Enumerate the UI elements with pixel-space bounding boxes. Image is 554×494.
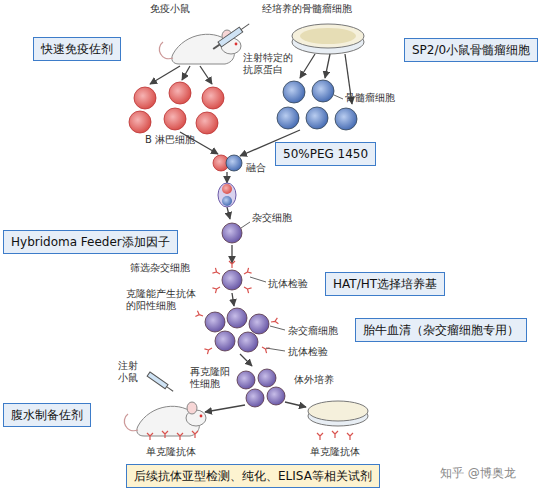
leader-line [334, 95, 343, 99]
leader-line [241, 222, 250, 228]
leader-line [270, 326, 285, 330]
figure-label: 抗体检验 [288, 346, 328, 358]
figure-label: 注射小鼠 [118, 360, 140, 384]
box-text: HAT/HT选择培养基 [333, 277, 437, 291]
figure-label: 单克隆抗体 [310, 446, 360, 458]
figure-label: B 淋巴细胞 [145, 134, 195, 146]
figure-label: 融合 [246, 162, 266, 174]
screened-cell [212, 261, 251, 293]
syringe [147, 372, 174, 393]
figure-label: 抗体检验 [268, 278, 308, 290]
figure-label: 单克隆抗体 [146, 446, 196, 458]
box-text: 后续抗体亚型检测、纯化、ELISA等相关试剂 [134, 469, 372, 483]
reagent-box: 腹水制备佐剂 [3, 403, 91, 427]
b-cells [129, 82, 224, 134]
leader-line [266, 348, 285, 351]
figure-label: 体外培养 [294, 374, 334, 386]
reagent-box: HAT/HT选择培养基 [325, 272, 445, 296]
syringe [211, 21, 250, 51]
figure-label: 骨髓瘤细胞 [345, 92, 395, 104]
myeloma-cells [277, 80, 357, 130]
mouse [124, 402, 206, 436]
antibodies [147, 431, 353, 440]
box-text: Hybridoma Feeder添加因子 [11, 235, 170, 249]
figure-label: 经培养的骨髓瘤细胞 [262, 3, 352, 15]
figure-label: 再克隆阳性细胞 [190, 366, 232, 390]
reagent-box: 胎牛血清（杂交瘤细胞专用） [355, 318, 527, 342]
box-text: 50%PEG 1450 [283, 147, 368, 161]
box-text: 快速免疫佐剂 [41, 42, 113, 56]
figure-label: 注射特定的抗原蛋白 [243, 52, 295, 76]
recloned-cells [237, 369, 285, 407]
figure-label: 筛选杂交细胞 [130, 262, 190, 274]
reagent-box: 快速免疫佐剂 [33, 37, 121, 61]
figure-label: 杂交细胞 [252, 212, 292, 224]
reagent-box: 50%PEG 1450 [275, 142, 376, 166]
leader-line [250, 277, 266, 282]
reagent-box: 后续抗体亚型检测、纯化、ELISA等相关试剂 [126, 464, 380, 488]
reagent-box: SP2/0小鼠骨髓瘤细胞 [404, 38, 538, 62]
fusing-cells [213, 155, 242, 171]
hybridoma-cluster [195, 308, 278, 354]
hybrid-cell [222, 223, 242, 243]
box-text: SP2/0小鼠骨髓瘤细胞 [412, 43, 530, 57]
watermark: 知乎 @博奥龙 [440, 466, 516, 480]
box-text: 腹水制备佐剂 [11, 408, 83, 422]
culture-dish [308, 401, 368, 426]
figure-label: 杂交瘤细胞 [288, 325, 338, 337]
culture-dish [292, 24, 364, 54]
arrows [150, 54, 352, 412]
box-text: 胎牛血清（杂交瘤细胞专用） [363, 323, 519, 337]
figure-label: 克隆能产生抗体的阳性细胞 [126, 288, 198, 312]
reagent-box: Hybridoma Feeder添加因子 [3, 230, 178, 254]
fused-cell [218, 183, 236, 207]
figure-label: 免疫小鼠 [150, 3, 190, 15]
